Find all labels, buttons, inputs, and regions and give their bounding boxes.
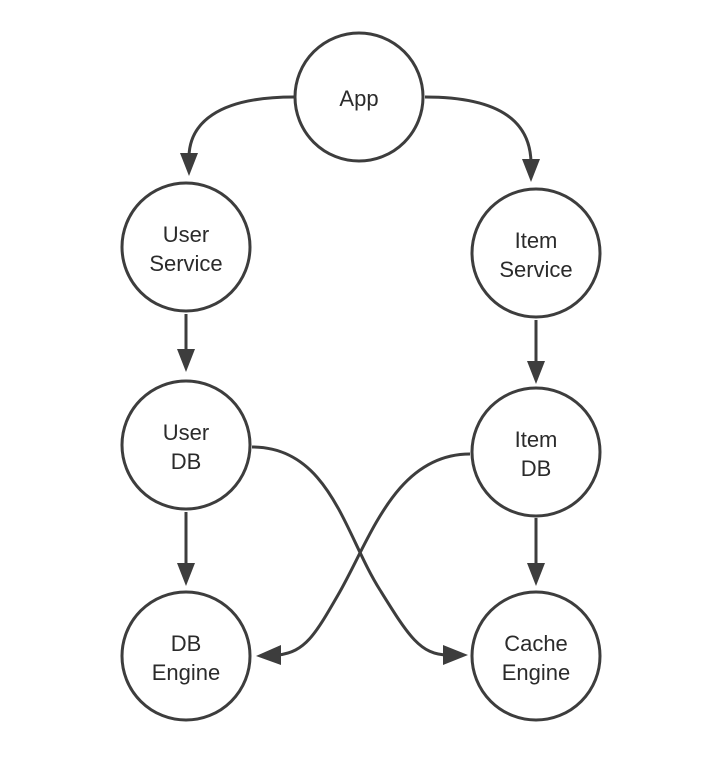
node-item-service-circle xyxy=(470,187,602,319)
node-db-engine-circle xyxy=(120,590,252,722)
edge-user-db-to-cache-engine xyxy=(251,445,449,657)
node-user-service-label-line2: Service xyxy=(149,251,222,276)
arrow-head-cache-engine-vertical xyxy=(527,563,545,586)
node-app-label: App xyxy=(339,86,378,111)
arrow-head-item-db xyxy=(527,361,545,384)
edge-item-db-to-db-engine xyxy=(277,452,471,657)
node-app[interactable]: App xyxy=(293,31,425,163)
node-user-service-label-line1: User xyxy=(163,222,209,247)
node-cache-engine-label-line2: Engine xyxy=(502,660,571,685)
node-app-circle xyxy=(293,31,425,163)
node-user-db[interactable]: User DB xyxy=(120,379,252,511)
node-item-service-label-line2: Service xyxy=(499,257,572,282)
arrow-head-cache-engine-curve xyxy=(443,645,468,665)
arrow-head-user-db xyxy=(177,349,195,372)
node-db-engine-label-line2: Engine xyxy=(152,660,221,685)
node-cache-engine-label-line1: Cache xyxy=(504,631,568,656)
node-item-db-label-line1: Item xyxy=(515,427,558,452)
node-item-service-label-line1: Item xyxy=(515,228,558,253)
node-item-db-label-line2: DB xyxy=(521,456,552,481)
arrow-head-db-engine-vertical xyxy=(177,563,195,586)
arrow-head-item-service xyxy=(522,159,540,182)
arrow-head-db-engine-curve xyxy=(256,645,281,665)
arrow-head-user-service xyxy=(180,153,198,176)
node-item-db[interactable]: Item DB xyxy=(470,386,602,518)
edge-app-to-user-service xyxy=(187,95,295,157)
node-item-db-circle xyxy=(470,386,602,518)
node-item-service[interactable]: Item Service xyxy=(470,187,602,319)
node-user-db-circle xyxy=(120,379,252,511)
node-user-service[interactable]: User Service xyxy=(120,181,252,313)
edges xyxy=(177,95,545,665)
node-cache-engine-circle xyxy=(470,590,602,722)
node-db-engine[interactable]: DB Engine xyxy=(120,590,252,722)
node-db-engine-label-line1: DB xyxy=(171,631,202,656)
node-cache-engine[interactable]: Cache Engine xyxy=(470,590,602,722)
nodes: App User Service Item Service User DB It… xyxy=(120,31,602,722)
edge-app-to-item-service xyxy=(424,95,533,163)
node-user-db-label-line1: User xyxy=(163,420,209,445)
node-user-service-circle xyxy=(120,181,252,313)
node-user-db-label-line2: DB xyxy=(171,449,202,474)
